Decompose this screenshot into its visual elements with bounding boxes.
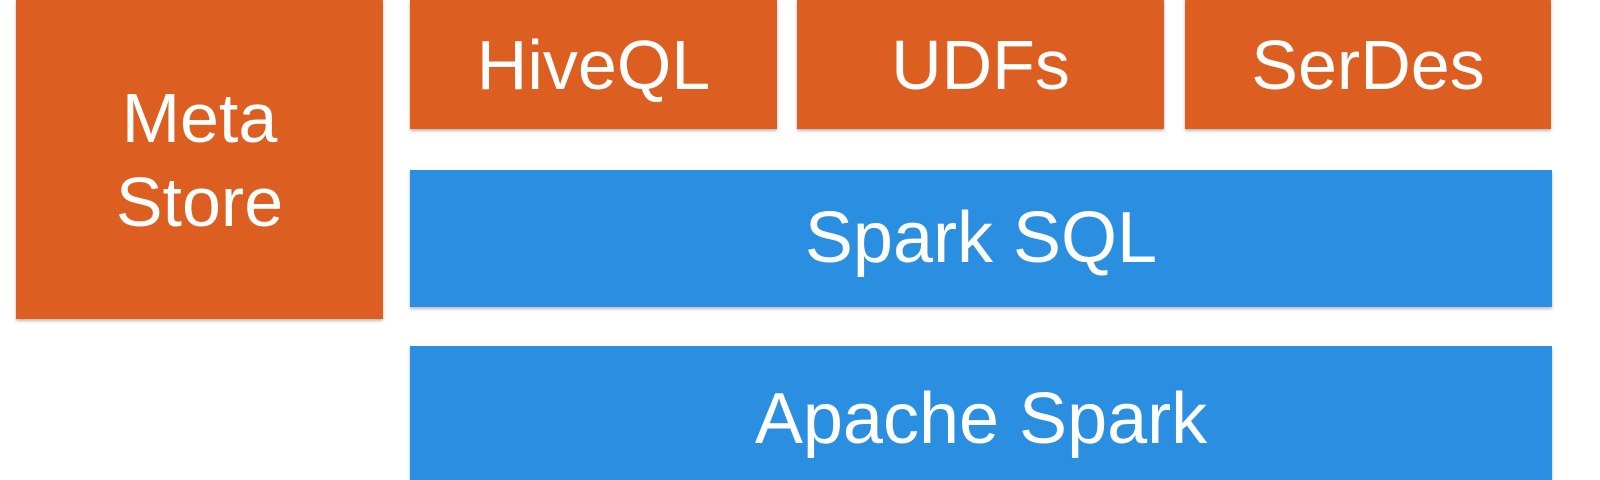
metastore-block: Meta Store	[16, 0, 383, 319]
serdes-label: SerDes	[1251, 25, 1485, 104]
metastore-label-line1: Meta	[121, 78, 278, 157]
udfs-label: UDFs	[891, 25, 1070, 104]
apache-spark-block: Apache Spark	[410, 346, 1552, 480]
udfs-block: UDFs	[797, 0, 1164, 129]
apache-spark-label: Apache Spark	[754, 379, 1208, 459]
hiveql-label: HiveQL	[476, 25, 711, 104]
spark-sql-label: Spark SQL	[804, 198, 1158, 279]
metastore-label-line2: Store	[115, 162, 284, 241]
spark-sql-block: Spark SQL	[410, 170, 1552, 307]
hiveql-block: HiveQL	[410, 0, 777, 129]
serdes-block: SerDes	[1185, 0, 1551, 129]
